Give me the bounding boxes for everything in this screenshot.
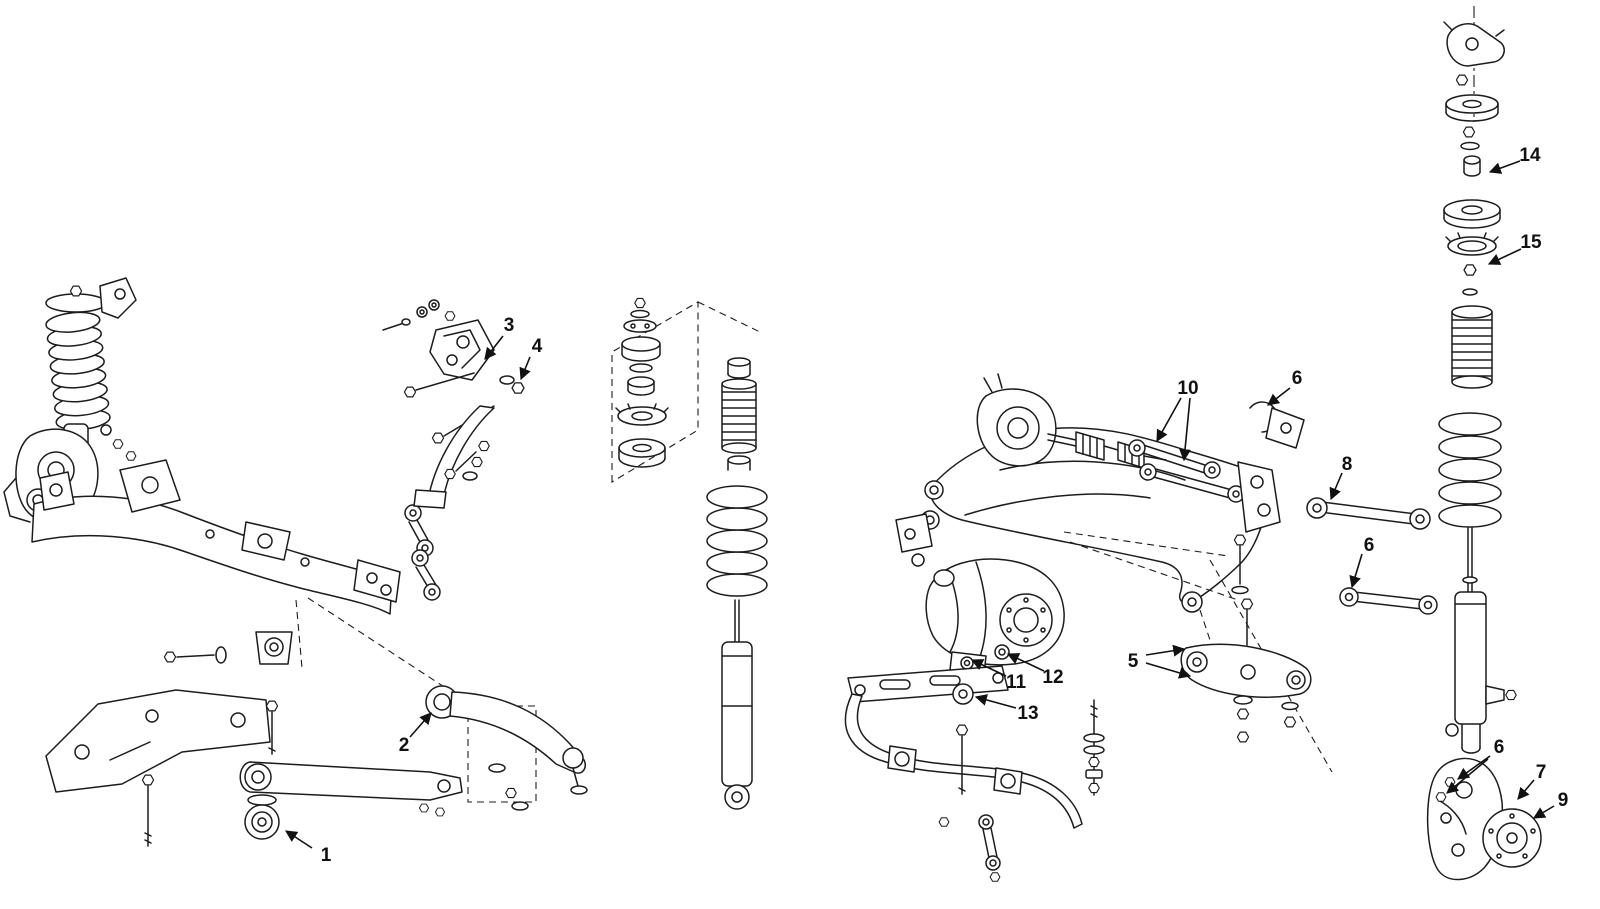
callout-label-6-a: 6 [1292, 368, 1303, 389]
callout-label-8: 8 [1342, 454, 1353, 475]
callout-label-9: 9 [1558, 790, 1569, 811]
mount-bracket-assembly [382, 299, 525, 509]
rear-suspension-assembly [844, 373, 1438, 882]
rear-shock-exploded [1426, 6, 1542, 881]
callout-label-10: 10 [1177, 378, 1198, 399]
front-strut-assembly [3, 277, 137, 524]
callout-label-3: 3 [504, 315, 515, 336]
callout-labels: 1 2 3 4 5 6 6 6 7 8 9 10 11 12 13 14 15 [321, 145, 1569, 866]
callout-label-2: 2 [399, 735, 410, 756]
rod-bushing-stack [244, 794, 280, 840]
callout-label-13: 13 [1017, 703, 1038, 724]
callout-label-14: 14 [1519, 145, 1541, 166]
callout-label-7: 7 [1536, 762, 1547, 783]
callout-label-11: 11 [1006, 672, 1027, 693]
front-stabilizer-links [404, 504, 441, 601]
callout-label-12: 12 [1042, 667, 1063, 688]
compression-rod [239, 761, 463, 817]
callout-label-5: 5 [1128, 651, 1139, 672]
callout-label-4: 4 [532, 336, 543, 357]
transverse-link [425, 685, 588, 811]
front-subframe [31, 459, 453, 693]
callout-label-1: 1 [321, 845, 332, 866]
callout-arrows [284, 160, 1555, 849]
tension-rod-bracket [45, 689, 279, 847]
callout-label-6-b: 6 [1364, 535, 1375, 556]
callout-label-6-c: 6 [1494, 737, 1505, 758]
front-shock-exploded [611, 297, 768, 810]
callout-label-15: 15 [1520, 232, 1542, 253]
